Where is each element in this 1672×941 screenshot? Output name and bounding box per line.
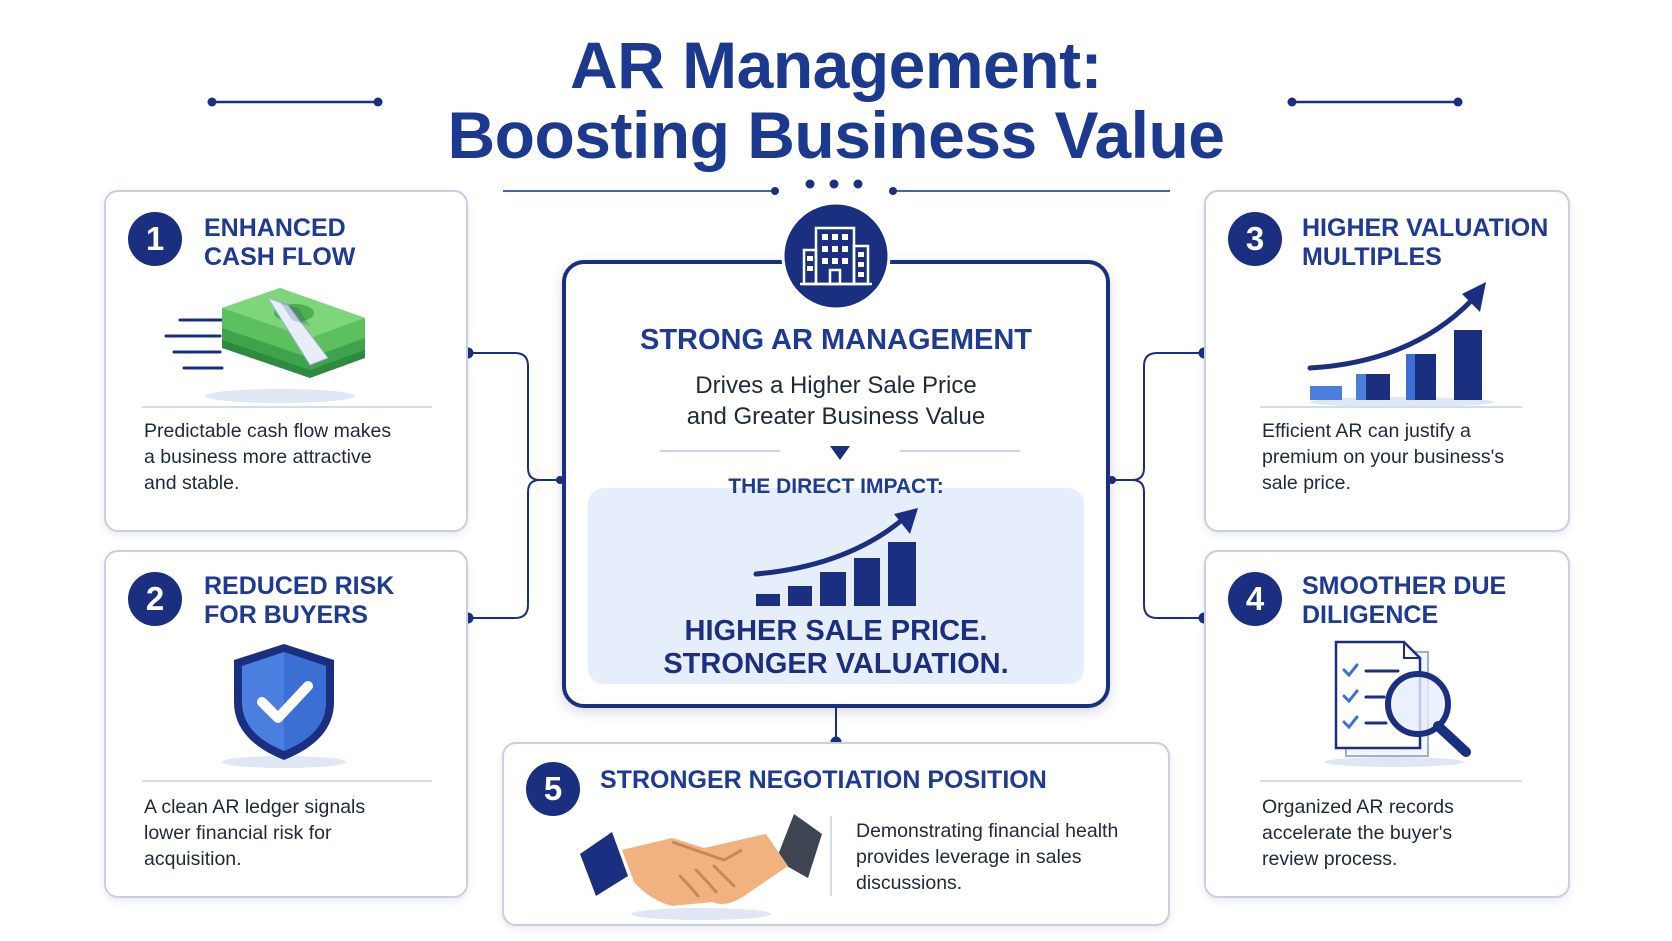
card-title-line-1: SMOOTHER DUE	[1302, 572, 1507, 600]
card-title-line-2: MULTIPLES	[1302, 243, 1442, 271]
page-title: AR Management: Boosting Business Value	[0, 30, 1672, 170]
desc-line: acquisition.	[144, 848, 242, 870]
office-building-icon	[781, 201, 891, 311]
checklist-magnifier-icon	[1324, 640, 1471, 767]
impact-growth-chart-icon	[753, 508, 918, 606]
desc-line: discussions.	[856, 872, 963, 894]
impact-line-1: HIGHER SALE PRICE.	[684, 615, 988, 647]
down-arrow-icon	[830, 446, 850, 460]
desc-line: sale price.	[1262, 472, 1351, 494]
card-number-badge: 3	[1228, 212, 1282, 266]
card-description: Predictable cash flow makes a business m…	[144, 418, 391, 496]
card-title: STRONGER NEGOTIATION POSITION	[600, 766, 1047, 794]
desc-line: provides leverage in sales	[856, 846, 1082, 868]
desc-line: review process.	[1262, 848, 1398, 870]
card-smoother-due-diligence: 4 SMOOTHER DUE DILIGENCE Organized AR re…	[1204, 550, 1570, 898]
impact-text: HIGHER SALE PRICE. STRONGER VALUATION.	[566, 615, 1106, 681]
card-title: HIGHER VALUATION MULTIPLES	[1302, 214, 1548, 272]
desc-line: Predictable cash flow makes	[144, 420, 392, 442]
desc-line: a business more attractive	[144, 446, 372, 468]
card-title: ENHANCED CASH FLOW	[204, 214, 355, 272]
card-title-line-2: CASH FLOW	[204, 243, 356, 271]
desc-line: A clean AR ledger signals	[144, 796, 366, 818]
card-title: SMOOTHER DUE DILIGENCE	[1302, 572, 1506, 630]
card-description: Organized AR records accelerate the buye…	[1262, 794, 1454, 872]
shield-check-icon	[222, 644, 346, 768]
card-enhanced-cash-flow: 1 ENHANCED CASH FLOW Predictable cash fl…	[104, 190, 468, 532]
center-subtitle: Drives a Higher Sale Price and Greater B…	[566, 370, 1106, 432]
center-heading: STRONG AR MANAGEMENT	[639, 324, 1033, 356]
card-title-line-2: FOR BUYERS	[204, 601, 368, 629]
growth-chart-icon	[1307, 282, 1494, 407]
handshake-icon	[580, 814, 822, 920]
desc-line: lower financial risk for	[144, 822, 332, 844]
desc-line: Demonstrating financial health	[856, 820, 1119, 842]
card-description: A clean AR ledger signals lower financia…	[144, 794, 365, 872]
money-stack-icon	[164, 288, 365, 403]
desc-line: Efficient AR can justify a	[1262, 420, 1471, 442]
impact-label: THE DIRECT IMPACT:	[728, 475, 944, 498]
card-number-badge: 2	[128, 572, 182, 626]
card-stronger-negotiation: 5 STRONGER NEGOTIATION POSITION Demonstr…	[502, 742, 1170, 926]
card-number-badge: 1	[128, 212, 182, 266]
card-number-badge: 4	[1228, 572, 1282, 626]
desc-line: Organized AR records	[1262, 796, 1454, 818]
card-number-badge: 5	[526, 762, 580, 816]
center-subtitle-line-1: Drives a Higher Sale Price	[695, 372, 977, 399]
title-line-2: Boosting Business Value	[447, 98, 1225, 172]
card-title-line-1: ENHANCED	[204, 214, 346, 242]
card-title-line-1: REDUCED RISK	[204, 572, 395, 600]
card-description: Efficient AR can justify a premium on yo…	[1262, 418, 1504, 496]
desc-line: accelerate the buyer's	[1262, 822, 1453, 844]
desc-line: and stable.	[144, 472, 240, 494]
card-title-line-2: DILIGENCE	[1302, 601, 1439, 629]
card-description: Demonstrating financial health provides …	[856, 818, 1118, 896]
card-title-line-1: HIGHER VALUATION	[1302, 214, 1549, 242]
center-card-strong-ar-management: STRONG AR MANAGEMENT Drives a Higher Sal…	[562, 260, 1110, 708]
center-subtitle-line-2: and Greater Business Value	[686, 403, 986, 430]
card-higher-valuation: 3 HIGHER VALUATION MULTIPLES Efficient A…	[1204, 190, 1570, 532]
desc-line: premium on your business's	[1262, 446, 1505, 468]
impact-line-2: STRONGER VALUATION.	[663, 648, 1009, 680]
title-line-1: AR Management:	[569, 28, 1103, 102]
card-reduced-risk: 2 REDUCED RISK FOR BUYERS A clean AR led…	[104, 550, 468, 898]
card-title: REDUCED RISK FOR BUYERS	[204, 572, 394, 630]
